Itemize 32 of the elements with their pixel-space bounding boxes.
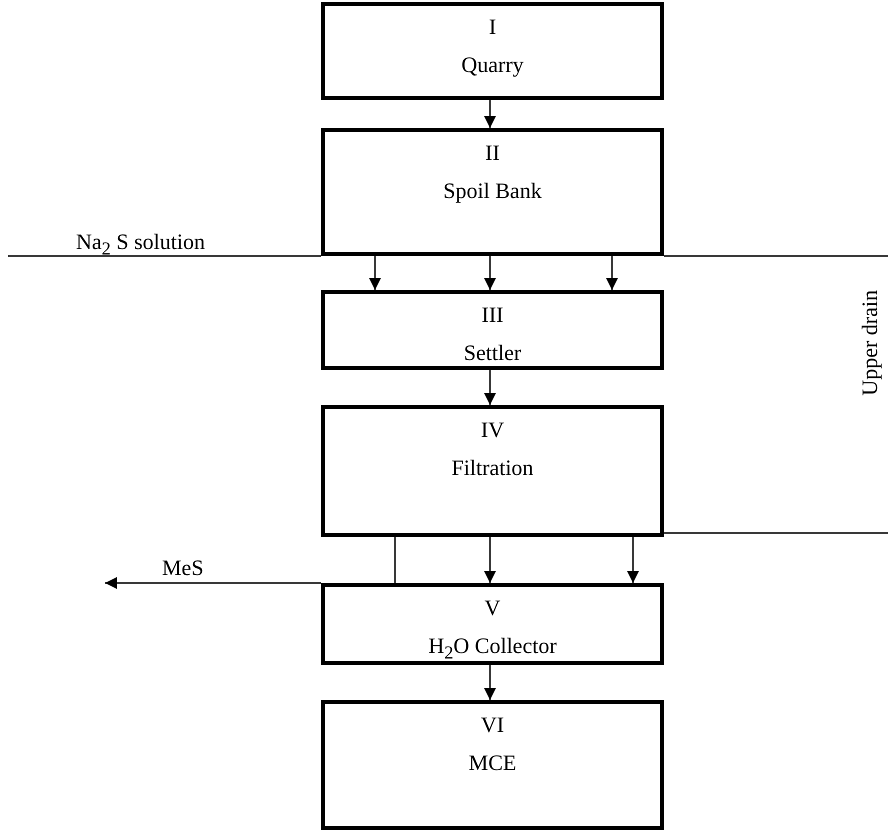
box-label: IV (480, 416, 504, 444)
box-label: II (485, 139, 500, 167)
box-label: Quarry (461, 51, 524, 79)
process-box (321, 583, 664, 665)
arrow (484, 537, 496, 583)
arrow (606, 256, 618, 290)
connector-line (394, 537, 396, 583)
box-label: MCE (468, 749, 516, 777)
arrow (369, 256, 381, 290)
process-box (321, 290, 664, 370)
arrow (484, 256, 496, 290)
box-label: III (482, 301, 504, 329)
connector-line (664, 255, 888, 257)
arrow (484, 100, 496, 128)
box-label: V (484, 594, 500, 622)
box-label: Filtration (452, 454, 534, 482)
process-box (321, 405, 664, 537)
process-box (321, 700, 664, 830)
side-label: Upper drain (857, 290, 883, 396)
arrow (105, 577, 321, 589)
arrow (484, 665, 496, 700)
process-box (321, 128, 664, 256)
box-label: Spoil Bank (443, 177, 542, 205)
arrow (484, 370, 496, 405)
arrow (627, 537, 639, 583)
box-label: VI (480, 711, 504, 739)
box-label: H$_{2}$O Collector (428, 632, 557, 664)
process-box (321, 2, 664, 100)
box-label: I (488, 13, 496, 41)
connector-line (8, 255, 321, 257)
box-label: Settler (464, 339, 522, 367)
connector-line (664, 532, 888, 534)
